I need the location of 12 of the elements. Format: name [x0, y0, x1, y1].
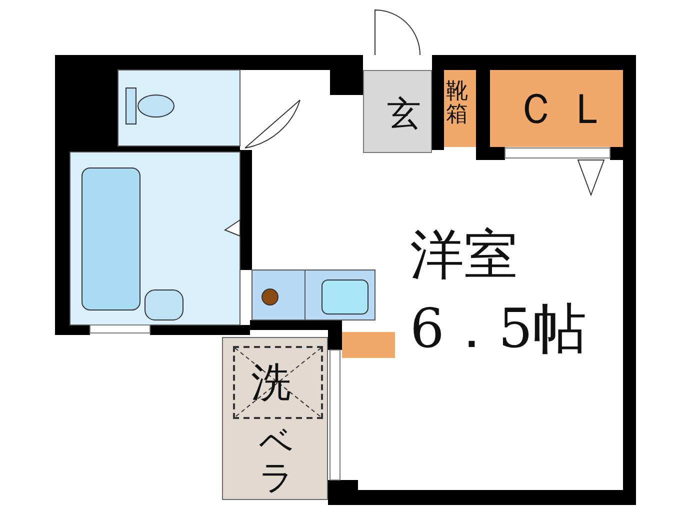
- room-label: 玄: [387, 97, 421, 131]
- closet: [490, 70, 623, 147]
- room-label: 靴箱: [446, 80, 468, 126]
- room-label: ＣＬ: [515, 88, 619, 130]
- room-label: ベラ: [259, 425, 293, 496]
- washer-space: [233, 346, 323, 419]
- entrance-area: [363, 70, 432, 153]
- shoe-cabinet: [444, 70, 476, 147]
- room-label: 6．5帖: [410, 302, 587, 356]
- room-label: 洗: [251, 363, 291, 403]
- room-label: 洋室: [410, 228, 518, 282]
- balcony-area: [222, 337, 328, 500]
